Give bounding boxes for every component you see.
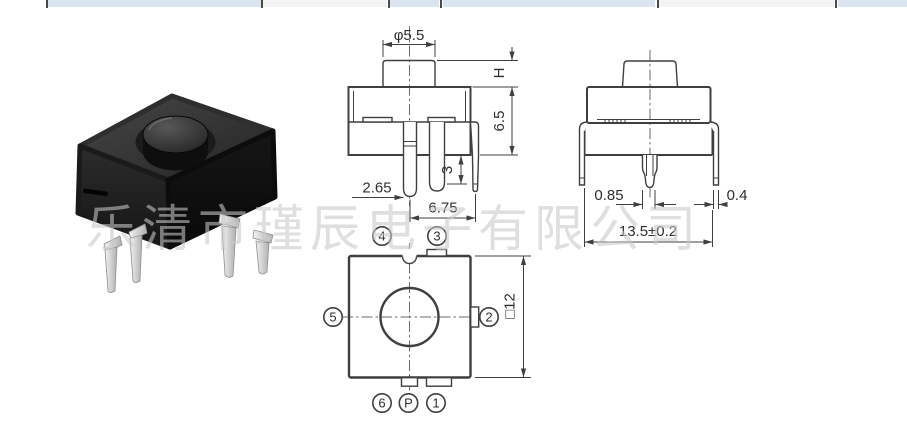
table-cell-strip	[838, 0, 907, 7]
table-cell-strip	[443, 0, 655, 7]
upper-body-outline	[586, 86, 712, 124]
base-tab	[427, 116, 456, 123]
terminal-number: 5	[329, 310, 336, 325]
pin-shaft	[129, 234, 143, 283]
terminal-label-1: 1	[425, 392, 446, 413]
dim-outline-square: □12	[502, 293, 519, 319]
table-gridline	[835, 0, 837, 8]
pin-shaft	[255, 240, 270, 275]
terminal-label-3: 3	[426, 226, 447, 247]
pin-bend	[252, 229, 274, 244]
table-gridline	[440, 0, 442, 8]
table-gridline	[657, 0, 659, 8]
terminal-number: 3	[433, 229, 440, 244]
table-gridline	[46, 0, 48, 8]
base-tab	[362, 116, 393, 123]
dim-pin-protrusion: 3	[439, 166, 456, 174]
top-notch	[401, 256, 418, 265]
mounting-bracket	[469, 121, 480, 193]
pin-shaft	[221, 225, 237, 278]
table-gridline	[261, 0, 263, 8]
notch-mask	[402, 249, 417, 263]
button-highlight	[148, 117, 173, 131]
dim-body-height: 6.5	[491, 111, 508, 132]
dim-pin-offset: 2.65	[362, 180, 391, 197]
center-terminal	[641, 155, 658, 189]
pin-bend	[218, 213, 241, 229]
terminal-label-p: P	[398, 392, 419, 413]
table-cell-strip	[659, 0, 834, 7]
front-view-drawing: φ5.5 H 6.5 3 2.65 6.75	[347, 26, 518, 222]
terminal-tab-1	[425, 377, 453, 387]
terminal-tab-p	[400, 377, 419, 387]
body-slot	[83, 188, 108, 197]
plunger-outline	[382, 59, 436, 87]
product-photo	[75, 93, 278, 293]
terminal-label-6: 6	[371, 392, 392, 413]
dim-button-diameter: φ5.5	[394, 27, 425, 44]
body-right-face	[165, 128, 278, 250]
side-view-drawing: 0.85 0.4 13.5±0.2	[578, 50, 748, 247]
left-bracket	[578, 121, 589, 186]
lower-body-outline	[583, 122, 714, 156]
switch-body	[75, 93, 278, 250]
terminal-number: 6	[378, 396, 385, 411]
right-bracket	[708, 121, 720, 186]
terminal-label-5: 5	[322, 306, 343, 327]
seam-ticks	[604, 119, 691, 123]
dim-bracket-thickness: 0.4	[727, 187, 748, 204]
terminal-tab-3	[426, 248, 448, 257]
dim-overall-width: 13.5±0.2	[619, 223, 677, 240]
dim-pin-width: 0.85	[594, 187, 623, 204]
table-cell-strip	[263, 0, 387, 7]
center-terminal	[402, 122, 418, 198]
plunger-outline	[621, 60, 679, 88]
table-gridline	[388, 0, 390, 8]
terminal-number: 4	[378, 229, 385, 244]
cropped-table-edge	[0, 0, 907, 8]
pin-shaft	[104, 246, 118, 293]
terminal-label-2: 2	[478, 306, 499, 327]
terminal-label-4: 4	[371, 226, 392, 247]
bottom-view-drawing: □12 4 3 5 2 6 P 1	[322, 226, 531, 413]
terminal-number: 2	[485, 310, 492, 325]
dim-button-height: H	[491, 68, 508, 79]
table-cell-strip	[48, 0, 261, 7]
button-top	[142, 115, 209, 154]
table-cell-strip	[390, 0, 439, 7]
side-terminal	[428, 122, 446, 192]
dim-pin-spacing: 6.75	[428, 200, 457, 217]
switch-pins	[103, 213, 274, 293]
terminal-number: 1	[432, 396, 439, 411]
button-circle	[379, 286, 440, 348]
terminal-number: P	[404, 396, 413, 411]
terminal-tab-2	[470, 306, 480, 328]
